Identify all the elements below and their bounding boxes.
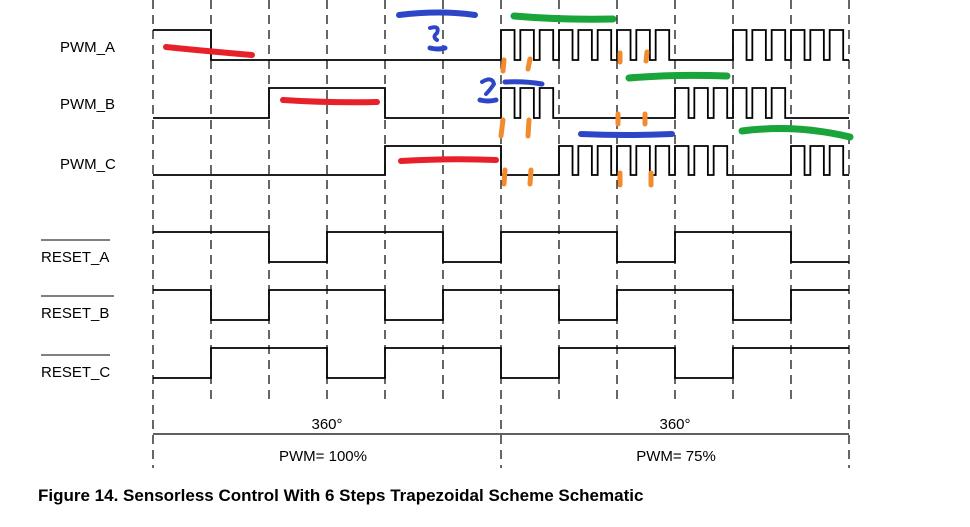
blue-marker-stroke	[396, 9, 478, 18]
period-annotations: 360° 360° PWM= 100% PWM= 75%	[153, 416, 849, 465]
green-marker-stroke	[738, 125, 854, 141]
orange-marker-dash	[525, 117, 532, 139]
orange-marker-dash	[501, 167, 508, 187]
marker-annotations	[163, 9, 854, 188]
waveform-reset-c	[153, 347, 849, 379]
signal-labels: PWM_A PWM_B PWM_C RESET_A RESET_B RESET_…	[41, 39, 116, 381]
pwm-duty-label-period-1: PWM= 100%	[279, 448, 367, 465]
waveform-pwm-b	[153, 87, 849, 119]
blue-marker-stroke	[578, 131, 675, 138]
green-marker-stroke	[510, 12, 617, 23]
blue-marker-stroke	[502, 79, 545, 87]
waveform-reset-a	[153, 231, 849, 263]
orange-marker-dash	[643, 49, 650, 64]
blue-marker-stroke	[477, 97, 499, 104]
red-marker-stroke	[280, 97, 380, 106]
signal-label-reset-b: RESET_B	[41, 305, 109, 322]
waveform-pwm-a	[153, 29, 849, 61]
signal-label-pwm-b: PWM_B	[60, 96, 115, 113]
waveforms	[153, 29, 849, 379]
red-marker-stroke	[398, 156, 499, 164]
signal-label-reset-a: RESET_A	[41, 249, 109, 266]
blue-marker-question	[428, 25, 440, 42]
red-marker-stroke	[163, 44, 255, 58]
signal-label-reset-c: RESET_C	[41, 364, 110, 381]
green-marker-stroke	[625, 71, 731, 82]
timing-grid	[152, 0, 850, 468]
orange-marker-dash	[525, 56, 533, 72]
blue-marker-stroke	[427, 45, 448, 52]
angle-label-period-2: 360°	[659, 416, 690, 433]
figure-caption: Figure 14. Sensorless Control With 6 Ste…	[38, 486, 643, 505]
signal-label-pwm-c: PWM_C	[60, 156, 116, 173]
pwm-duty-label-period-2: PWM= 75%	[636, 448, 716, 465]
waveform-pwm-c	[153, 145, 849, 176]
waveform-reset-b	[153, 289, 849, 321]
blue-marker-question	[480, 77, 496, 96]
signal-label-pwm-a: PWM_A	[60, 39, 115, 56]
angle-label-period-1: 360°	[311, 416, 342, 433]
orange-marker-dash	[500, 57, 507, 74]
orange-marker-dash	[527, 167, 534, 187]
orange-marker-dash	[498, 117, 506, 139]
